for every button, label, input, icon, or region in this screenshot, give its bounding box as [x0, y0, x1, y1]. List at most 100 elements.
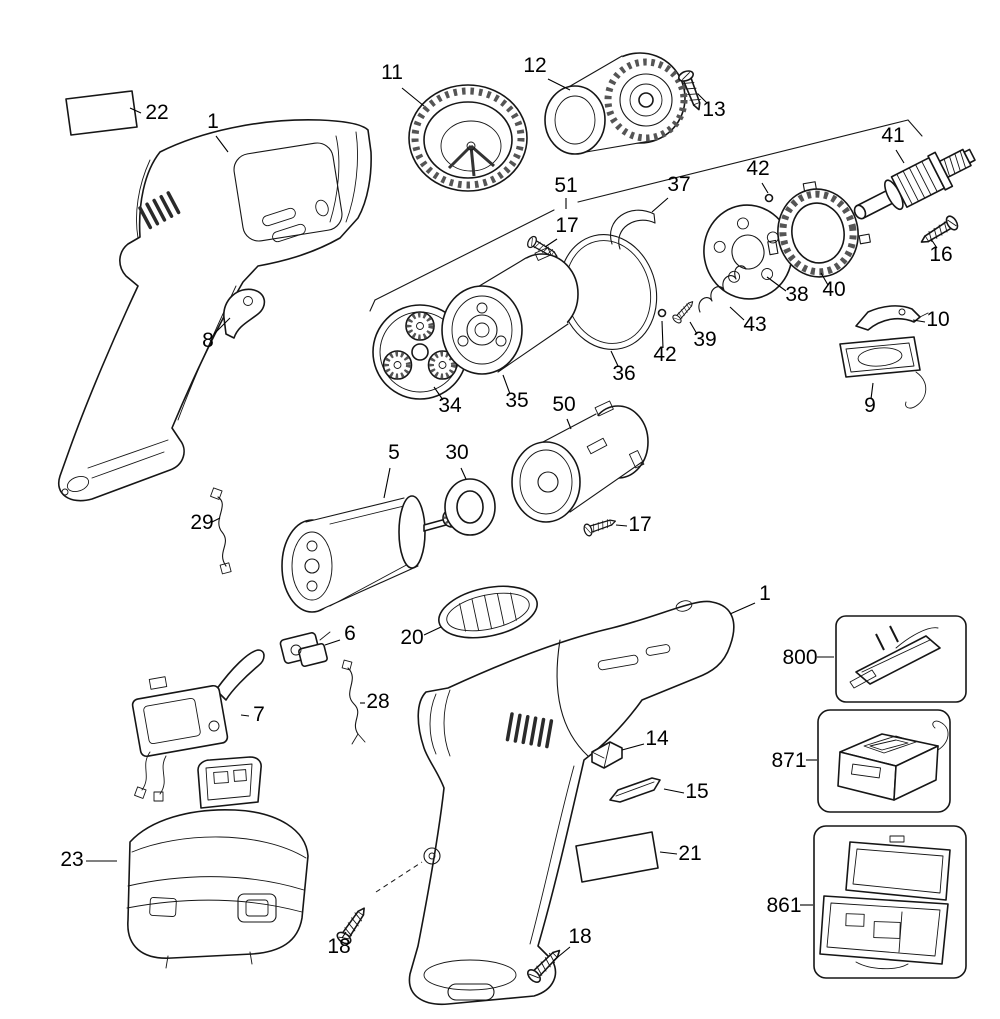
svg-text:1: 1: [759, 582, 771, 605]
callout-18-right: 18: [552, 925, 592, 962]
svg-text:6: 6: [344, 622, 356, 645]
svg-text:10: 10: [926, 308, 949, 331]
callout-11: 11: [381, 61, 425, 107]
part-1-housing-bottom: [408, 600, 735, 1006]
part-7-switch: [131, 649, 265, 802]
svg-text:21: 21: [678, 842, 701, 865]
svg-text:861: 861: [766, 894, 801, 917]
svg-text:28: 28: [366, 690, 389, 713]
svg-text:1: 1: [207, 110, 219, 133]
part-42-ball-mid: [657, 308, 667, 318]
callout-40: 40: [820, 272, 846, 301]
svg-text:35: 35: [505, 389, 528, 412]
svg-text:36: 36: [612, 362, 635, 385]
callout-42-top: 42: [746, 157, 770, 194]
callout-871: 871: [771, 749, 817, 772]
svg-text:18: 18: [327, 935, 350, 958]
part-41-output-spindle: [853, 148, 976, 220]
part-42-ball-upper: [764, 193, 774, 203]
svg-text:12: 12: [523, 54, 546, 77]
svg-text:42: 42: [653, 343, 676, 366]
callout-800: 800: [782, 646, 834, 669]
svg-text:15: 15: [685, 780, 708, 803]
svg-text:7: 7: [253, 703, 265, 726]
callout-12: 12: [523, 54, 571, 91]
svg-text:11: 11: [381, 61, 403, 84]
callout-9: 9: [864, 382, 876, 417]
part-40-ring-gear: [767, 181, 871, 278]
part-20-cover: [438, 585, 538, 639]
accessory-800-bit-holder-box: [835, 615, 967, 703]
callout-15: 15: [663, 780, 709, 803]
callout-37: 37: [651, 173, 691, 213]
svg-text:5: 5: [388, 441, 400, 464]
callout-13: 13: [697, 93, 726, 121]
svg-text:18: 18: [568, 925, 591, 948]
svg-text:17: 17: [555, 214, 578, 237]
svg-text:38: 38: [785, 283, 808, 306]
svg-text:51: 51: [554, 174, 577, 197]
svg-text:42: 42: [746, 157, 769, 180]
callout-42-mid: 42: [653, 320, 677, 366]
callout-14: 14: [621, 727, 669, 751]
part-38-washer-plate: [703, 204, 793, 300]
callout-20: 20: [400, 626, 442, 649]
callout-22: 22: [129, 101, 169, 124]
svg-text:16: 16: [929, 243, 952, 266]
callout-1-top: 1: [207, 110, 229, 153]
callout-30: 30: [445, 441, 469, 480]
part-5-motor: [281, 495, 462, 613]
part-15-screwdriver-bit: [609, 777, 661, 803]
callout-35: 35: [502, 374, 529, 412]
svg-text:17: 17: [628, 513, 651, 536]
callout-17-mid: 17: [615, 513, 652, 536]
svg-text:20: 20: [400, 626, 423, 649]
callout-41: 41: [881, 124, 905, 164]
part-23-battery-pack: [126, 756, 309, 969]
svg-text:14: 14: [645, 727, 669, 750]
part-21-label-sticker: [575, 831, 659, 883]
callout-43: 43: [729, 306, 767, 336]
part-22-label-sticker: [65, 90, 138, 136]
callout-1-bottom: 1: [729, 582, 771, 615]
callout-16: 16: [929, 238, 953, 266]
svg-text:39: 39: [693, 328, 716, 351]
callout-861: 861: [766, 894, 813, 917]
svg-text:871: 871: [771, 749, 806, 772]
callout-39: 39: [689, 321, 717, 351]
callout-10: 10: [912, 308, 950, 331]
part-28-lead-wire: [341, 659, 366, 745]
part-8-trigger-button: [223, 288, 266, 339]
callout-5: 5: [383, 441, 400, 499]
part-17-screw-mid: [582, 514, 618, 538]
part-35-gear-case: [441, 247, 579, 375]
svg-text:22: 22: [145, 101, 168, 124]
part-29-lead-wire: [210, 487, 232, 575]
svg-text:8: 8: [202, 329, 214, 352]
assembly-bracket-51: [369, 119, 923, 312]
part-11-chuck-collar: [408, 84, 528, 192]
svg-text:23: 23: [60, 848, 83, 871]
svg-text:40: 40: [822, 278, 845, 301]
accessory-871-charger-box: [817, 709, 951, 813]
callout-29: 29: [190, 511, 221, 534]
callout-36: 36: [610, 350, 636, 385]
svg-text:13: 13: [702, 98, 725, 121]
svg-text:37: 37: [667, 173, 690, 196]
callout-18-left: 18: [327, 931, 351, 958]
part-10-clip: [855, 305, 929, 331]
callouts: 22 1 8 11 12 13 51 37: [60, 54, 953, 962]
callout-8: 8: [202, 317, 231, 352]
callout-23: 23: [60, 848, 117, 871]
callout-21: 21: [659, 842, 702, 865]
callout-34: 34: [433, 386, 462, 417]
callout-6: 6: [324, 622, 356, 646]
svg-text:41: 41: [881, 124, 904, 147]
callout-7: 7: [240, 703, 265, 726]
svg-text:43: 43: [743, 313, 766, 336]
svg-text:50: 50: [552, 393, 575, 416]
svg-text:34: 34: [438, 394, 462, 417]
part-43-spring: [698, 265, 747, 313]
